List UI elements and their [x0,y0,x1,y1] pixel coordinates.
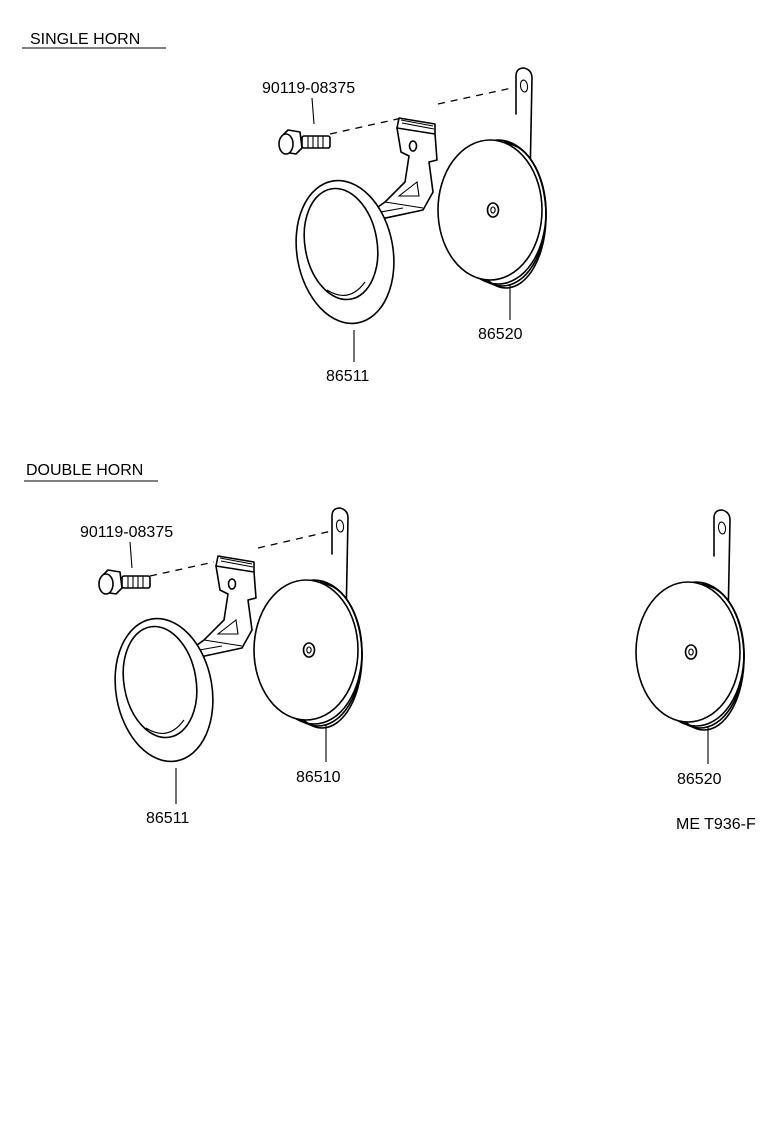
horn-high-illustration [253,507,363,729]
part-label-horn-low: 86520 [478,326,523,343]
section-single-horn: SINGLE HORN 90119-08375 86511 86520 [22,31,547,385]
bolt-guide-line [329,117,403,135]
bracket-illustration [284,117,438,333]
section-heading-double-horn: DOUBLE HORN [26,462,143,479]
horn-low-illustration [635,509,745,731]
section-double-horn: DOUBLE HORN 90119-08375 86511 86510 8652… [24,462,745,827]
part-label-horn-high: 86510 [296,769,341,786]
part-label-horn-low: 86520 [677,771,722,788]
section-heading-single-horn: SINGLE HORN [30,31,140,48]
bolt-illustration [98,569,151,595]
bracket-guide-line [257,529,337,549]
bracket-guide-line [437,87,513,105]
bolt-illustration [278,129,331,155]
leader-bolt [129,541,133,569]
bolt-guide-line [149,561,215,577]
part-label-bolt: 90119-08375 [80,524,173,541]
leader-bolt [311,97,315,125]
part-label-bracket: 86511 [326,368,369,385]
figure-code: ME T936-F [676,816,756,833]
part-label-bracket: 86511 [146,810,189,827]
part-label-bolt: 90119-08375 [262,80,355,97]
